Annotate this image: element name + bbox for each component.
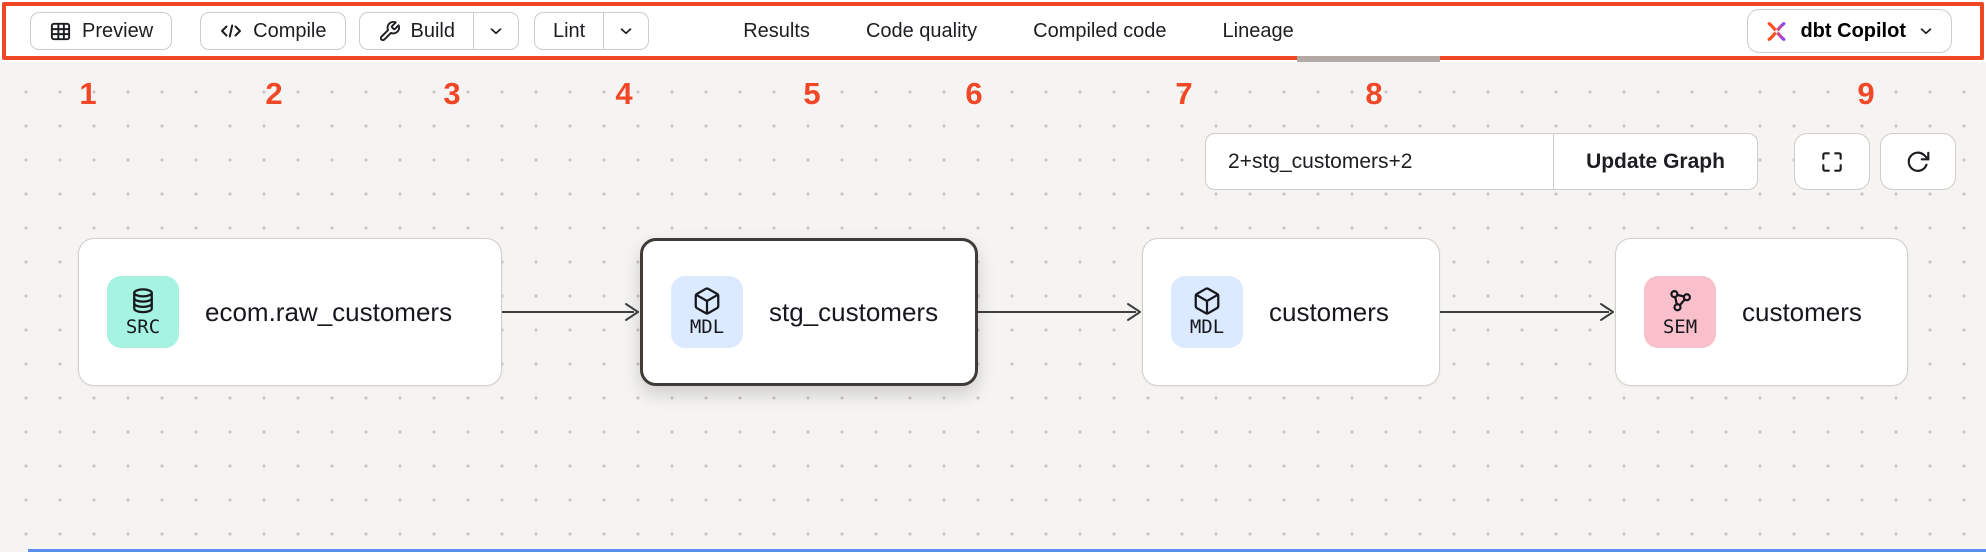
chevron-down-icon xyxy=(1917,22,1935,40)
annotation-number-6: 6 xyxy=(965,76,983,111)
bottom-scrollbar[interactable] xyxy=(28,549,1986,552)
lineage-node-source[interactable]: SRC ecom.raw_customers xyxy=(78,238,502,386)
lineage-edge xyxy=(978,303,1141,321)
lineage-edge xyxy=(1440,303,1614,321)
database-icon xyxy=(128,286,158,316)
refresh-icon xyxy=(1905,149,1931,175)
build-split-button: Build xyxy=(358,12,519,50)
annotation-number-9: 9 xyxy=(1857,76,1875,111)
result-tabs: Results Code quality Compiled code Linea… xyxy=(743,20,1294,43)
node-title: customers xyxy=(1742,296,1862,327)
lint-split-button: Lint xyxy=(533,12,650,50)
refresh-graph-button[interactable] xyxy=(1880,133,1956,190)
build-button-label: Build xyxy=(410,19,455,42)
model-badge-label: MDL xyxy=(1189,316,1225,339)
build-dropdown-toggle[interactable] xyxy=(472,13,518,49)
chevron-down-icon xyxy=(617,22,635,40)
lineage-selector-group: Update Graph xyxy=(1205,133,1758,190)
lint-dropdown-toggle[interactable] xyxy=(603,13,648,49)
lineage-edge xyxy=(502,303,639,321)
model-badge: MDL xyxy=(671,276,743,348)
dbt-copilot-label: dbt Copilot xyxy=(1800,19,1906,42)
lineage-node-stg-customers[interactable]: MDL stg_customers xyxy=(640,238,978,386)
semantic-badge: SEM xyxy=(1644,276,1716,348)
lineage-selector-input[interactable] xyxy=(1206,134,1553,189)
update-graph-button[interactable]: Update Graph xyxy=(1553,134,1757,189)
editor-toolbar: Preview Compile Build xyxy=(0,0,1986,62)
model-badge: MDL xyxy=(1171,276,1243,348)
compile-button-label: Compile xyxy=(253,19,327,42)
tab-results[interactable]: Results xyxy=(743,19,810,42)
lint-button-label: Lint xyxy=(552,19,586,42)
fullscreen-icon xyxy=(1819,149,1845,175)
code-icon xyxy=(219,19,243,43)
annotation-number-8: 8 xyxy=(1365,76,1383,111)
model-badge-label: MDL xyxy=(689,316,725,339)
source-badge: SRC xyxy=(107,276,179,348)
table-icon xyxy=(49,20,72,43)
compile-button[interactable]: Compile xyxy=(200,12,346,50)
node-title: stg_customers xyxy=(769,296,939,327)
node-title: ecom.raw_customers xyxy=(205,296,453,327)
active-tab-indicator xyxy=(1297,56,1440,62)
dbt-logo-icon xyxy=(1764,19,1789,44)
preview-button-label: Preview xyxy=(82,19,154,42)
fullscreen-button[interactable] xyxy=(1794,133,1870,190)
annotation-number-3: 3 xyxy=(443,76,461,111)
dbt-copilot-button[interactable]: dbt Copilot xyxy=(1747,9,1952,53)
source-badge-label: SRC xyxy=(125,316,161,339)
semantic-badge-label: SEM xyxy=(1662,316,1698,339)
tab-code-quality[interactable]: Code quality xyxy=(865,19,978,42)
lint-button[interactable]: Lint xyxy=(535,13,603,49)
annotation-number-2: 2 xyxy=(265,76,283,111)
lineage-node-customers-semantic[interactable]: SEM customers xyxy=(1615,238,1908,386)
annotation-number-1: 1 xyxy=(79,76,97,111)
preview-button[interactable]: Preview xyxy=(30,12,173,50)
cube-icon xyxy=(1192,286,1222,316)
annotation-number-5: 5 xyxy=(803,76,821,111)
semantic-graph-icon xyxy=(1665,286,1695,316)
build-button[interactable]: Build xyxy=(360,13,473,49)
tab-lineage[interactable]: Lineage xyxy=(1222,19,1294,42)
chevron-down-icon xyxy=(487,22,505,40)
annotation-number-4: 4 xyxy=(615,76,633,111)
node-title: customers xyxy=(1269,296,1389,327)
wrench-icon xyxy=(378,20,401,43)
annotation-number-7: 7 xyxy=(1175,76,1193,111)
cube-icon xyxy=(692,286,722,316)
lineage-node-customers-model[interactable]: MDL customers xyxy=(1142,238,1440,386)
tab-compiled-code[interactable]: Compiled code xyxy=(1033,19,1167,42)
